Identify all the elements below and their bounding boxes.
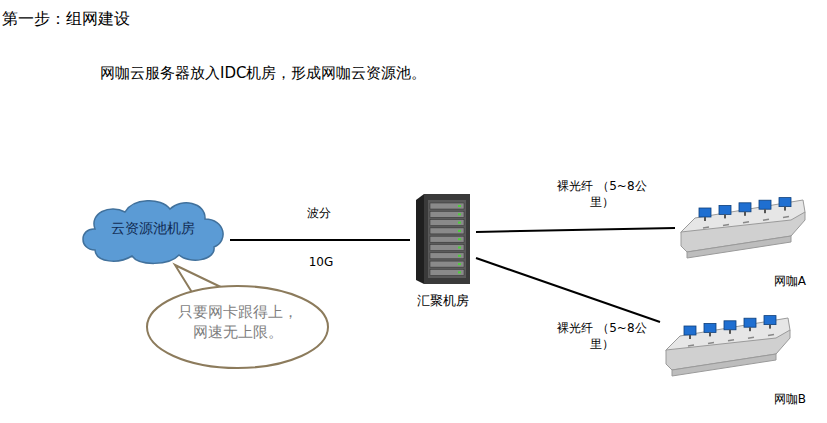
link-line (476, 258, 660, 322)
node-text: 只要网卡跟得上，网速无上限。 (177, 302, 299, 343)
server-shape (410, 192, 476, 310)
intro-text: 网咖云服务器放入IDC机房，形成网咖云资源池。 (100, 64, 520, 83)
cloud-node: 云资源池机房 (75, 195, 230, 265)
speech-bubble: 只要网卡跟得上，网速无上限。 (145, 280, 330, 370)
link-label: 裸光纤 （5~8公里） (556, 320, 648, 352)
bubble-outline (147, 286, 328, 368)
net-cafe-icon (666, 316, 790, 376)
node-text: 汇聚机房 (410, 292, 476, 310)
server-rack-icon (416, 194, 470, 284)
server-node: 汇聚机房 (410, 192, 476, 310)
step-title: 第一步：组网建设 (2, 9, 130, 30)
node-text: 网咖B (774, 391, 806, 408)
cafe-node: 网咖B (660, 298, 810, 410)
link-label: 裸光纤 （5~8公里） (556, 178, 648, 210)
node-text: 云资源池机房 (75, 195, 230, 238)
link-line (476, 228, 675, 232)
link-line (230, 239, 410, 241)
bandwidth-label: 10G (306, 255, 336, 269)
node-text: 网咖A (774, 273, 806, 290)
link-label: 波分 (302, 205, 336, 221)
cafe-node: 网咖A (675, 192, 810, 292)
net-cafe-icon (681, 198, 805, 258)
